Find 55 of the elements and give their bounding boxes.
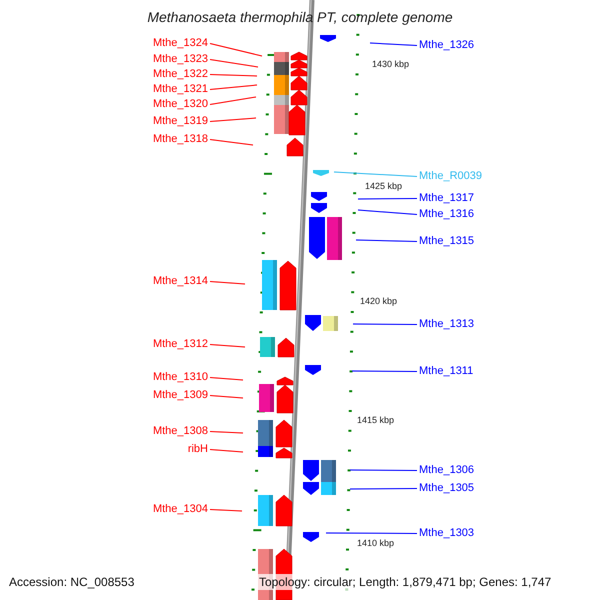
leader-line xyxy=(210,395,244,398)
gene-label: Mthe_1305 xyxy=(419,482,474,495)
gene-label: Mthe_1310 xyxy=(152,371,208,384)
gene-label: Mthe_1304 xyxy=(152,503,208,516)
gene-label: Mthe_1311 xyxy=(419,365,474,378)
gene-label: Mthe_1326 xyxy=(419,39,474,52)
gene-label: Mthe_1313 xyxy=(419,318,474,331)
gene-label: Mthe_1319 xyxy=(152,115,208,128)
gene-label: Mthe_1312 xyxy=(152,338,208,351)
leader-line xyxy=(356,240,418,242)
leader-line xyxy=(358,210,418,215)
gene-label: Mthe_1308 xyxy=(152,425,208,438)
leader-line xyxy=(352,324,418,325)
gene-label: Mthe_1315 xyxy=(419,235,474,248)
scale-label: 1420 kbp xyxy=(360,296,398,306)
gene-label: Mthe_1321 xyxy=(152,83,208,96)
scale-label: 1410 kbp xyxy=(357,538,394,548)
gene-label: Mthe_1306 xyxy=(419,464,474,477)
leader-line xyxy=(210,118,256,122)
gene-label: Mthe_1309 xyxy=(152,389,208,402)
leader-line xyxy=(326,532,418,534)
scale-label: 1425 kbp xyxy=(365,181,402,191)
accession-text: Accession: NC_008553 xyxy=(8,574,136,590)
leader-line xyxy=(210,509,242,512)
leader-line xyxy=(210,377,244,380)
gene-label: Mthe_1314 xyxy=(152,275,208,288)
leader-line xyxy=(210,139,254,146)
gene-label: Mthe_1324 xyxy=(152,37,208,50)
leader-line xyxy=(350,488,418,490)
gene-label: Mthe_1320 xyxy=(152,98,208,111)
chart-title: Methanosaeta thermophila PT, complete genome xyxy=(146,9,454,25)
gene-label: Mthe_1317 xyxy=(419,192,474,205)
scale-label: 1415 kbp xyxy=(357,415,394,425)
leader-line xyxy=(334,172,418,177)
leader-line xyxy=(210,449,244,452)
leader-line xyxy=(210,431,244,434)
gene-label: Mthe_R0039 xyxy=(419,170,482,183)
leader-line xyxy=(210,74,258,76)
leader-line xyxy=(210,344,246,348)
gene-label: Mthe_1318 xyxy=(152,133,208,146)
leader-line xyxy=(210,59,258,68)
leader-line xyxy=(210,281,246,284)
gene-label: Mthe_1316 xyxy=(419,208,474,221)
leader-line xyxy=(210,43,262,56)
scale-label: 1430 kbp xyxy=(372,59,410,69)
leader-line xyxy=(350,470,418,471)
leader-line xyxy=(210,84,258,90)
leader-line xyxy=(210,96,256,105)
leader-line xyxy=(358,198,418,200)
gene-label: Mthe_1322 xyxy=(152,68,208,81)
leader-line xyxy=(352,370,418,372)
leader-line xyxy=(370,42,418,46)
gene-label: Mthe_1323 xyxy=(152,53,208,66)
gene-label: Mthe_1303 xyxy=(419,527,474,540)
gene-label: ribH xyxy=(188,443,208,456)
